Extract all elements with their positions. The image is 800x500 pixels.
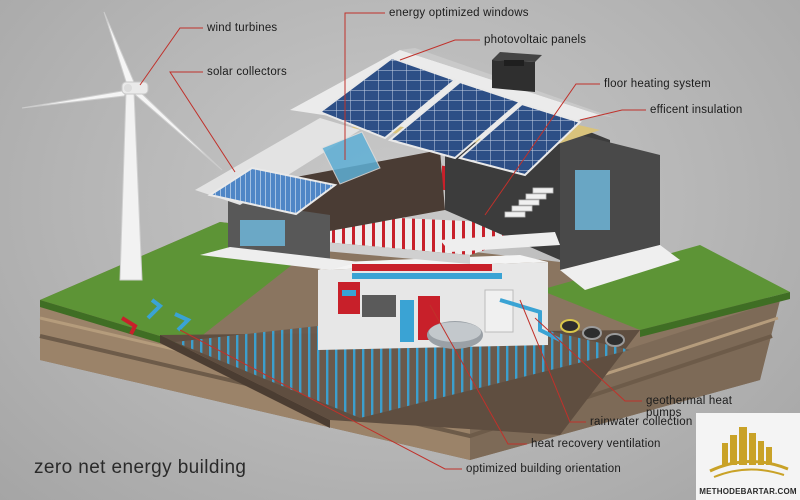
label-optimized-building-orientation: optimized building orientation	[466, 463, 621, 475]
label-floor-heating-system: floor heating system	[604, 78, 711, 90]
label-efficient-insulation: efficent insulation	[650, 104, 743, 116]
diagram-title: zero net energy building	[34, 457, 247, 478]
label-rainwater-collection: rainwater collection	[590, 416, 693, 428]
label-geothermal-heat-pumps: geothermal heat pumps	[646, 395, 733, 419]
optimized-windows	[321, 131, 381, 185]
wind-turbine	[21, 11, 223, 281]
watermark-logo: METHODEBARTAR.COM	[696, 413, 800, 500]
label-photovoltaic-panels: photovoltaic panels	[484, 34, 587, 46]
label-solar-collectors: solar collectors	[207, 66, 287, 78]
skyline-logo-icon	[709, 427, 789, 478]
solar-collectors	[207, 166, 338, 216]
label-wind-turbines: wind turbines	[207, 22, 278, 34]
orientation-compass	[120, 298, 192, 335]
rainwater-pipes	[560, 319, 625, 347]
watermark-brand-text: METHODEBARTAR.COM	[699, 487, 797, 496]
label-energy-optimized-windows: energy optimized windows	[389, 7, 529, 19]
label-heat-recovery-ventilation: heat recovery ventilation	[531, 438, 661, 450]
leader-lines	[139, 12, 646, 470]
